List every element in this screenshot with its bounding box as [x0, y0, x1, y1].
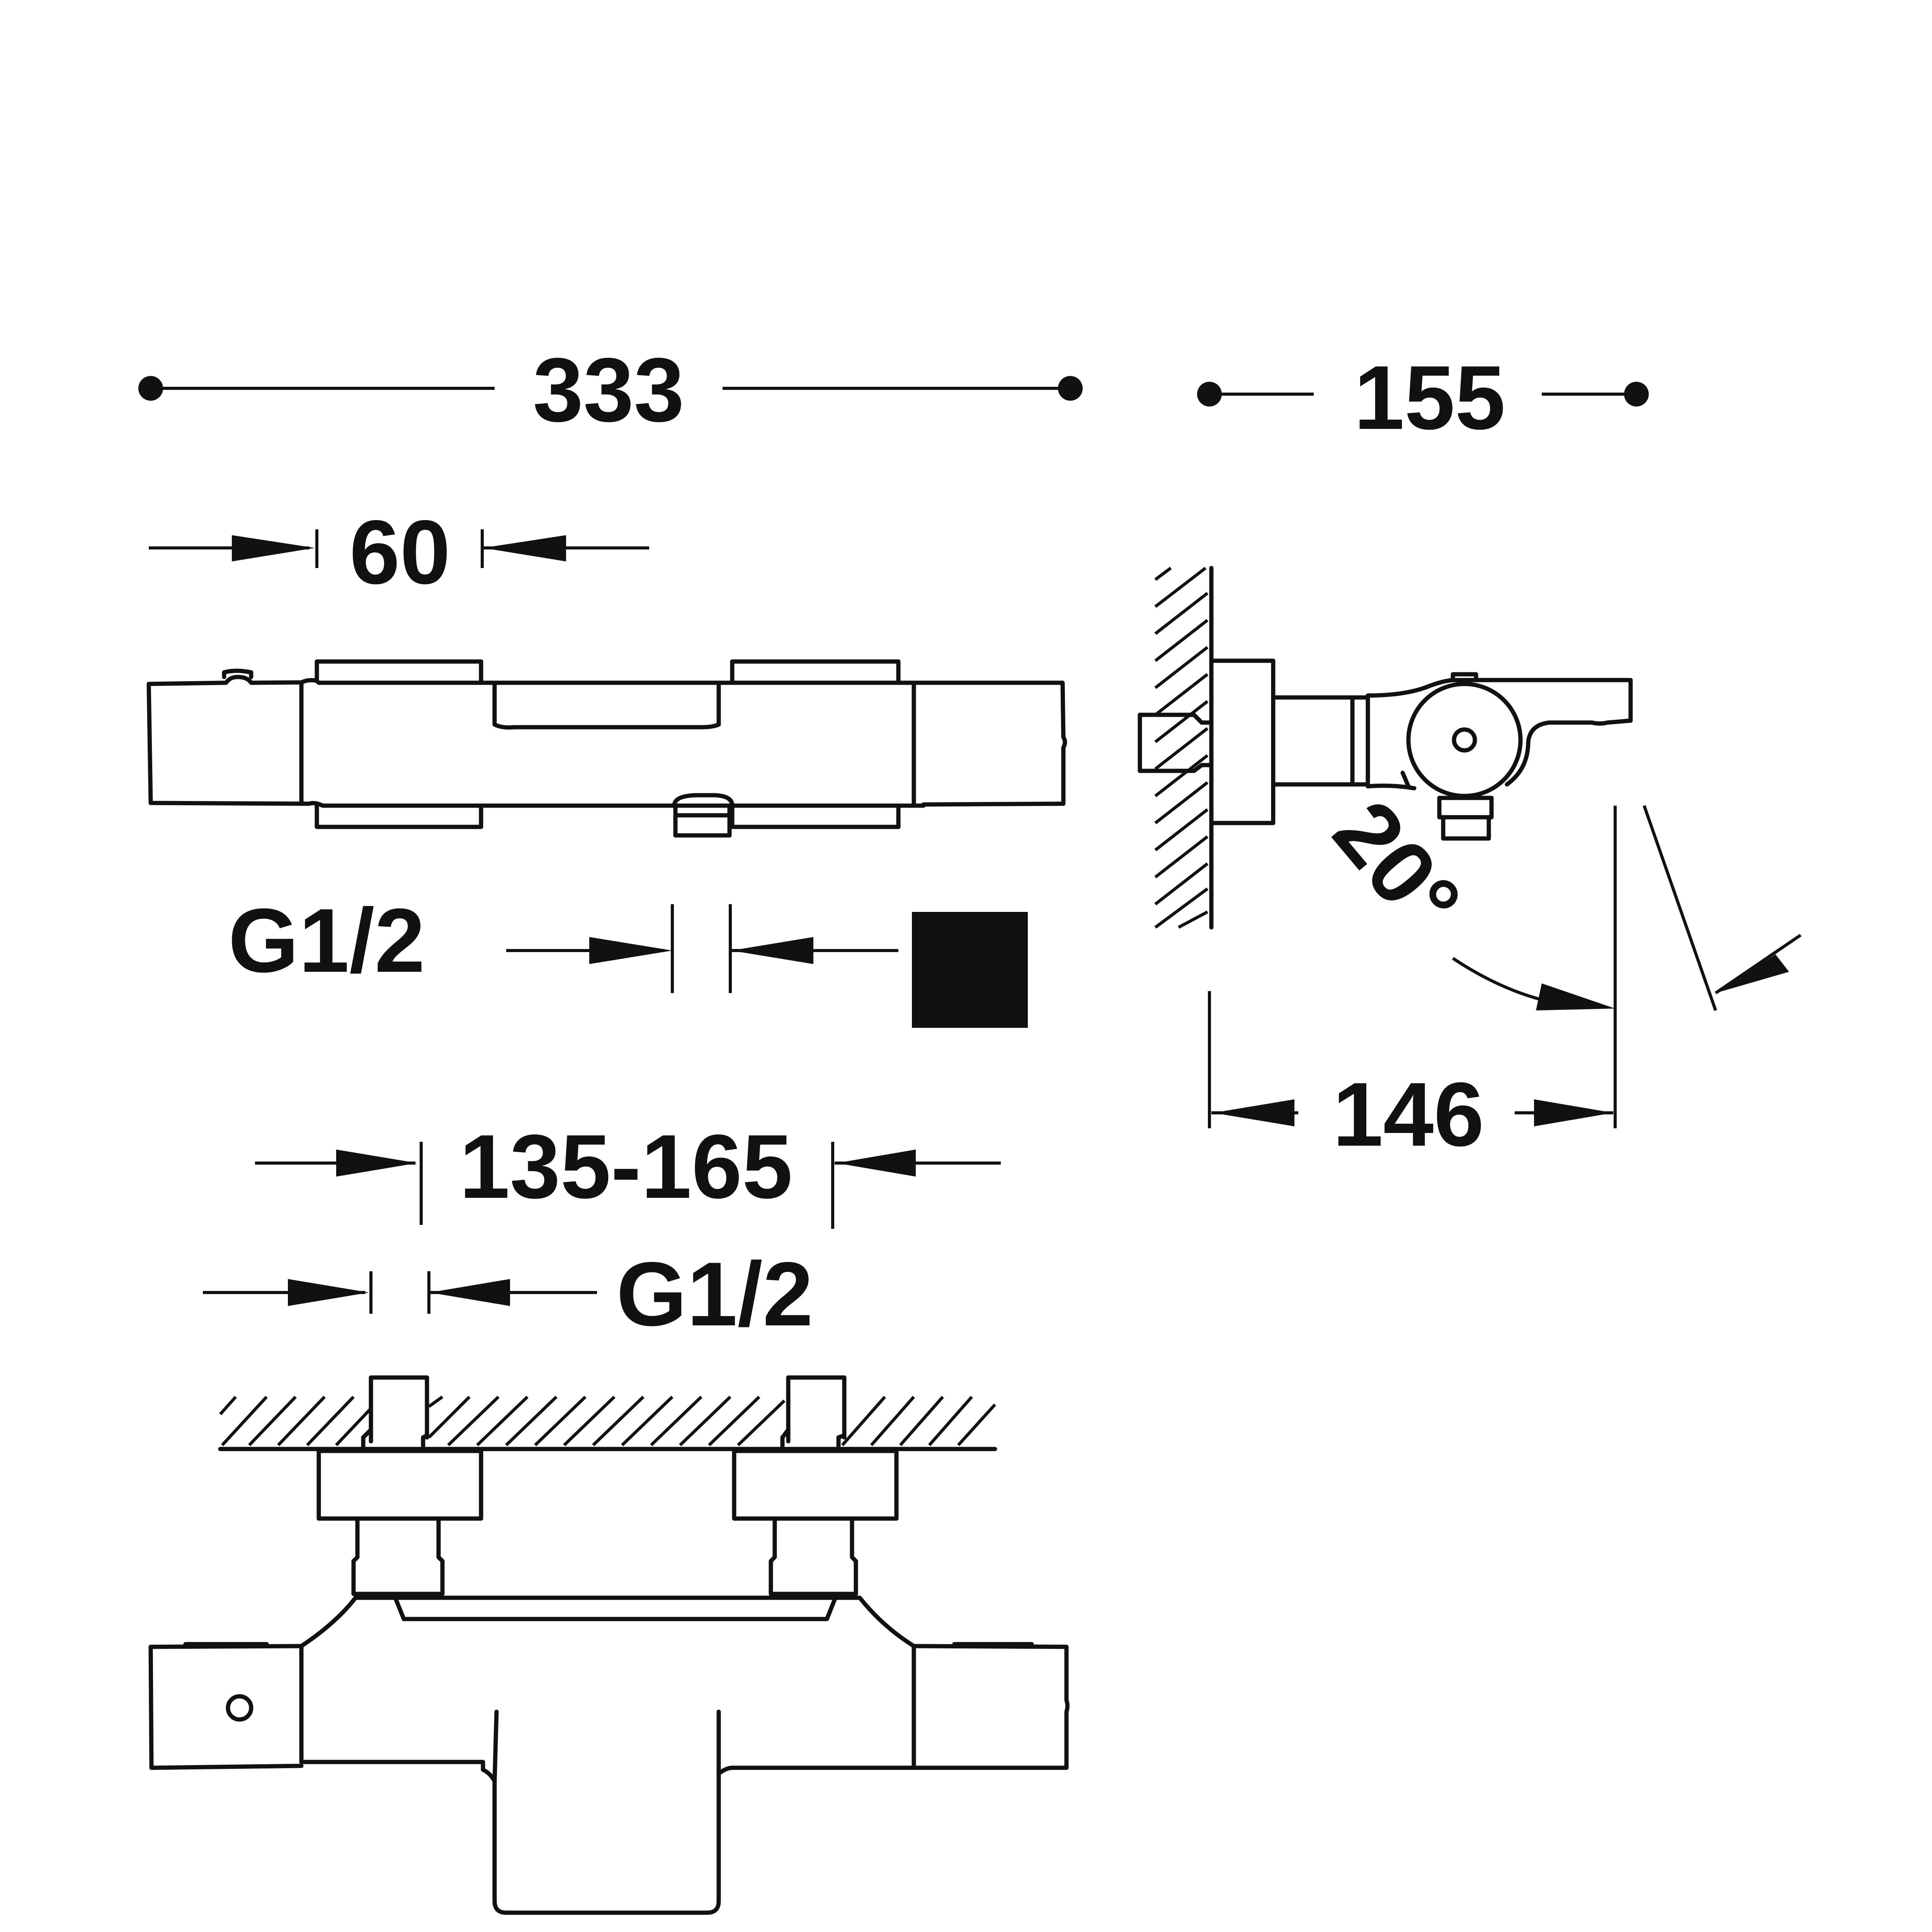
dimension-overall-depth: 155 [1197, 347, 1649, 448]
dimension-outlet-thread: G1/2 [228, 889, 1028, 1028]
dimension-inlet-thread: G1/2 [203, 1243, 813, 1345]
plan-view [148, 1375, 1070, 1915]
label-333: 333 [533, 339, 684, 440]
label-155: 155 [1354, 347, 1505, 448]
dimension-inlet-centres: 135-165 [255, 1116, 1001, 1229]
label-60: 60 [349, 501, 450, 603]
front-view-body [146, 675, 1067, 808]
dimension-overall-length: 333 [138, 339, 1083, 440]
label-g12-bottom: G1/2 [616, 1243, 813, 1345]
dimension-spout-projection: 146 [1208, 991, 1613, 1165]
label-146: 146 [1333, 1063, 1484, 1165]
label-135-165: 135-165 [459, 1116, 793, 1217]
label-20-degrees: 20° [1315, 782, 1481, 952]
finish-swatch [912, 912, 1028, 1028]
label-g12-top: G1/2 [228, 889, 425, 991]
dimension-handle-width: 60 [149, 501, 649, 603]
side-view [1138, 566, 1633, 930]
front-view [146, 659, 1067, 838]
